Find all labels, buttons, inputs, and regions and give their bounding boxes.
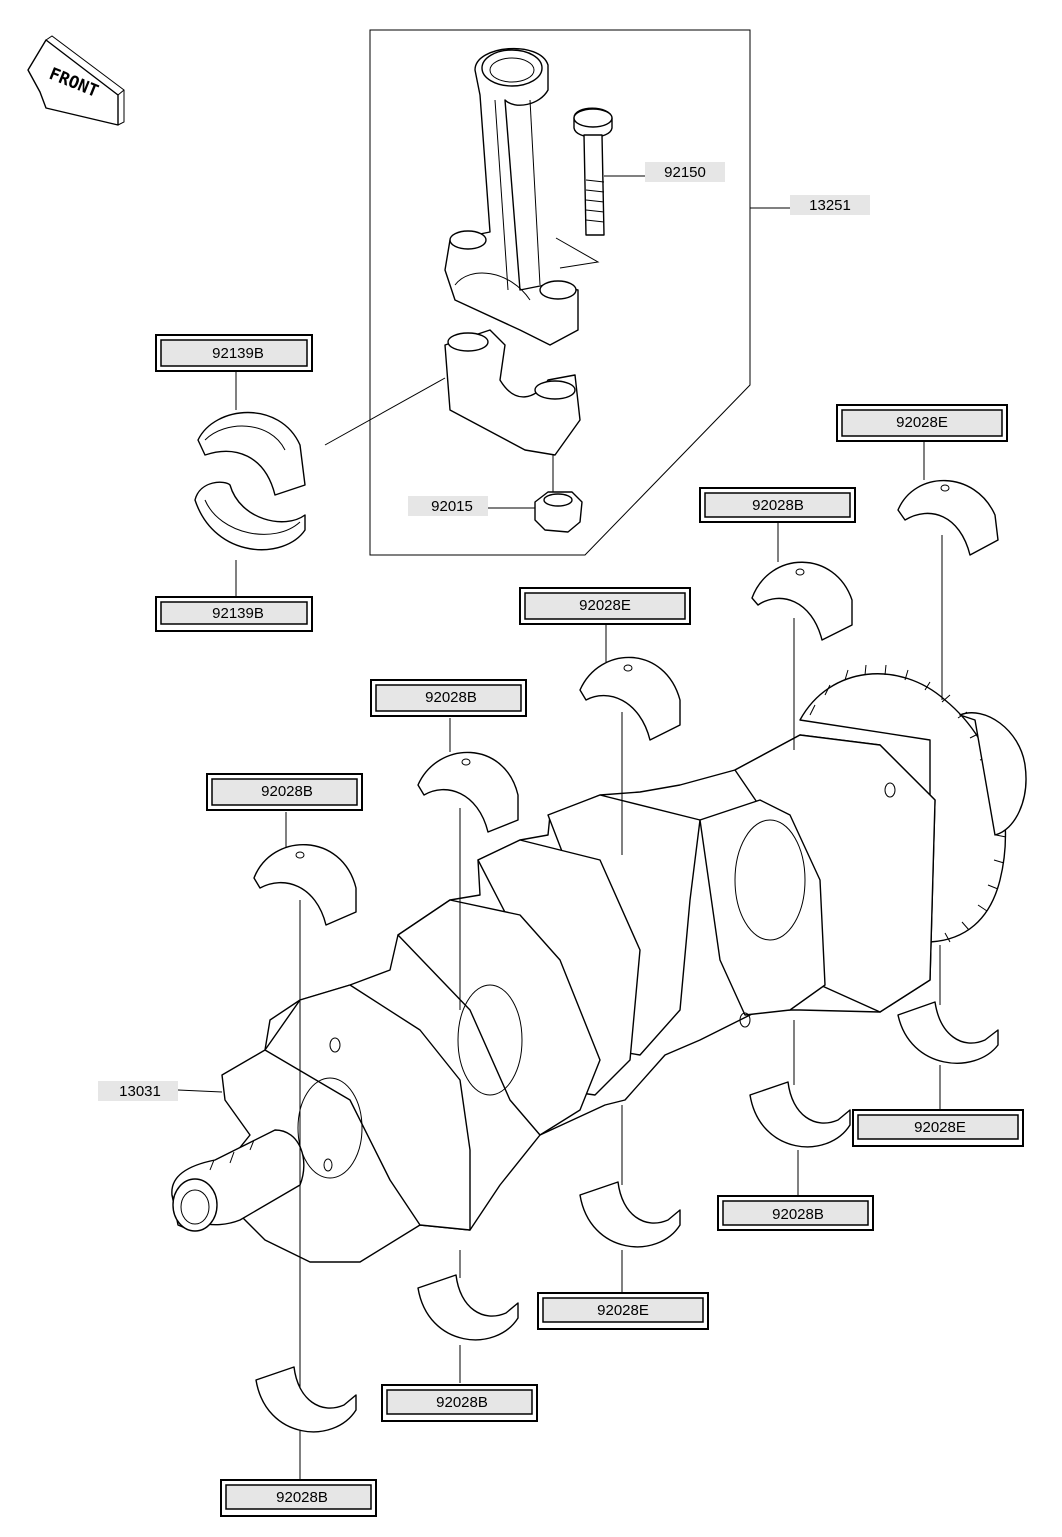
label-92028B-upper-left[interactable]: 92028B xyxy=(206,773,363,811)
label-92139B-top-text: 92139B xyxy=(212,345,264,362)
label-92028E-upper-mid-text: 92028E xyxy=(579,597,631,614)
conrod-bearing-lower xyxy=(194,481,306,551)
label-13031[interactable]: 13031 xyxy=(98,1081,178,1101)
label-92028B-lower-mid[interactable]: 92028B xyxy=(381,1384,538,1422)
main-bearing-92028B-upper-right xyxy=(751,561,853,641)
connecting-rod xyxy=(444,47,579,346)
main-bearing-92028B-lower-left xyxy=(255,1366,357,1433)
rod-nut xyxy=(488,491,583,533)
label-92139B-bottom[interactable]: 92139B xyxy=(155,596,313,632)
label-92150[interactable]: 92150 xyxy=(645,162,725,182)
label-92028E-top-right[interactable]: 92028E xyxy=(836,404,1008,442)
main-bearing-92028B-lower-mid xyxy=(417,1274,519,1341)
label-92028E-lower-mid[interactable]: 92028E xyxy=(537,1292,709,1330)
label-92028E-top-right-text: 92028E xyxy=(896,414,948,431)
label-92028B-upper-right-text: 92028B xyxy=(752,497,804,514)
label-13251-text: 13251 xyxy=(809,197,851,214)
main-bearing-92028E-lower-mid xyxy=(579,1181,681,1248)
main-bearing-92028E-lower-right xyxy=(897,1001,999,1064)
label-92028E-lower-mid-text: 92028E xyxy=(597,1302,649,1319)
label-92028B-upper-mid[interactable]: 92028B xyxy=(370,679,527,717)
conrod-assembly-frame xyxy=(369,29,751,556)
rod-cap xyxy=(324,329,581,495)
front-arrow-icon: FRONT xyxy=(27,35,125,126)
label-92139B-top[interactable]: 92139B xyxy=(155,334,313,372)
label-92028B-lower-left[interactable]: 92028B xyxy=(220,1479,377,1517)
label-92015[interactable]: 92015 xyxy=(408,496,488,516)
main-bearing-92028E-top-right xyxy=(897,479,999,556)
main-bearing-92028B-upper-mid xyxy=(417,751,519,833)
label-92028E-upper-mid[interactable]: 92028E xyxy=(519,587,691,625)
main-bearing-92028B-upper-left xyxy=(253,844,357,926)
label-92028B-upper-right[interactable]: 92028B xyxy=(699,487,856,523)
label-92028E-lower-right-text: 92028E xyxy=(914,1119,966,1136)
label-92028B-upper-mid-text: 92028B xyxy=(425,689,477,706)
label-92150-text: 92150 xyxy=(664,164,706,181)
rod-bolt xyxy=(555,107,645,269)
crankshaft xyxy=(171,664,1027,1263)
label-92028B-upper-left-text: 92028B xyxy=(261,783,313,800)
label-92139B-bottom-text: 92139B xyxy=(212,605,264,622)
label-92028B-lower-right-text: 92028B xyxy=(772,1206,824,1223)
conrod-bearing-upper xyxy=(197,411,306,496)
label-92028B-lower-right[interactable]: 92028B xyxy=(717,1195,874,1231)
label-92028B-lower-mid-text: 92028B xyxy=(436,1394,488,1411)
main-bearing-92028E-upper-mid xyxy=(579,656,681,741)
label-13031-text: 13031 xyxy=(119,1083,161,1100)
label-92015-text: 92015 xyxy=(431,498,473,515)
main-bearing-92028B-lower-right xyxy=(749,1081,851,1148)
label-13251[interactable]: 13251 xyxy=(790,195,870,215)
label-92028B-lower-left-text: 92028B xyxy=(276,1489,328,1506)
label-92028E-lower-right[interactable]: 92028E xyxy=(852,1109,1024,1147)
